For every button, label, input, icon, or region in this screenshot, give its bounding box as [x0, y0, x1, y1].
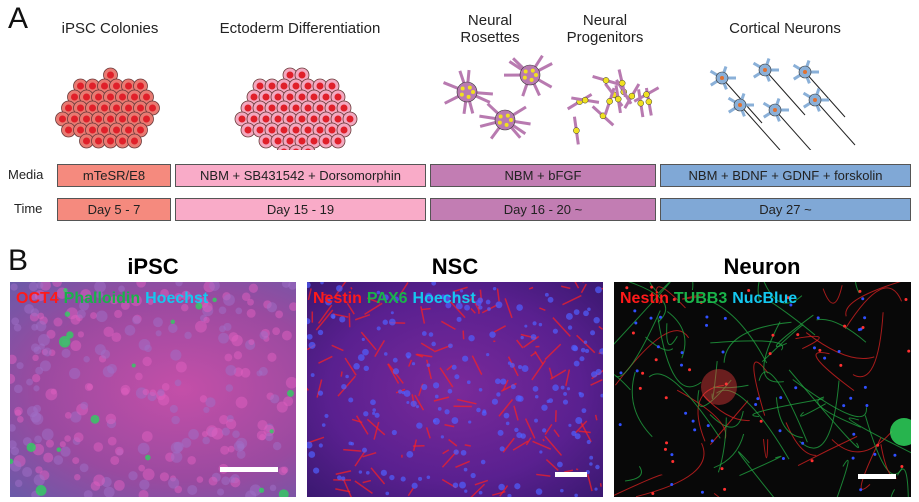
- stage-ipsc-colonies: iPSC Colonies: [61, 20, 159, 37]
- stain-label: Hoechst: [412, 290, 476, 307]
- time-row-label: Time: [14, 201, 43, 216]
- scale-bar: [555, 472, 587, 477]
- stage-ectoderm: Ectoderm Differentiation: [219, 20, 381, 37]
- stain-label: NucBlue: [732, 290, 798, 307]
- media-box: NBM + SB431542 + Dorsomorphin: [175, 164, 426, 187]
- neurons-illustration: [709, 58, 856, 150]
- stain-label: TUBB3: [673, 290, 728, 307]
- stain-label: Hoechst: [145, 290, 209, 307]
- stage-cortical-neurons: Cortical Neurons: [729, 20, 841, 37]
- stage-neural-progenitors: Neural Progenitors: [566, 12, 644, 46]
- time-box: Day 15 - 19: [175, 198, 426, 221]
- media-box: NBM + BDNF + GDNF + forskolin: [660, 164, 911, 187]
- stain-label: Nestin: [313, 290, 362, 307]
- ectoderm-illustration: [234, 67, 358, 150]
- title-ipsc: iPSC: [127, 254, 179, 279]
- progenitors-illustration: [566, 69, 660, 145]
- scale-bar: [858, 474, 896, 479]
- time-box: Day 16 - 20 ~: [430, 198, 656, 221]
- ipsc-colony-illustration: [55, 67, 160, 149]
- stage-illustrations: [55, 54, 856, 150]
- media-box: mTeSR/E8: [57, 164, 171, 187]
- panel-b-label: B: [8, 244, 29, 277]
- rosettes-illustration: [442, 54, 553, 140]
- title-neuron: Neuron: [723, 254, 801, 279]
- stage-neural-rosettes: Neural Rosettes: [460, 12, 520, 46]
- time-box: Day 5 - 7: [57, 198, 171, 221]
- media-box: NBM + bFGF: [430, 164, 656, 187]
- stain-label: Nestin: [620, 290, 669, 307]
- title-nsc: NSC: [431, 254, 479, 279]
- panel-a-label: A: [8, 2, 29, 35]
- stain-label: OCT4: [16, 290, 59, 307]
- stain-label: Phalloidin: [63, 290, 141, 307]
- stain-label: PAX6: [366, 290, 408, 307]
- time-box: Day 27 ~: [660, 198, 911, 221]
- scale-bar: [220, 467, 278, 472]
- media-row-label: Media: [8, 167, 44, 182]
